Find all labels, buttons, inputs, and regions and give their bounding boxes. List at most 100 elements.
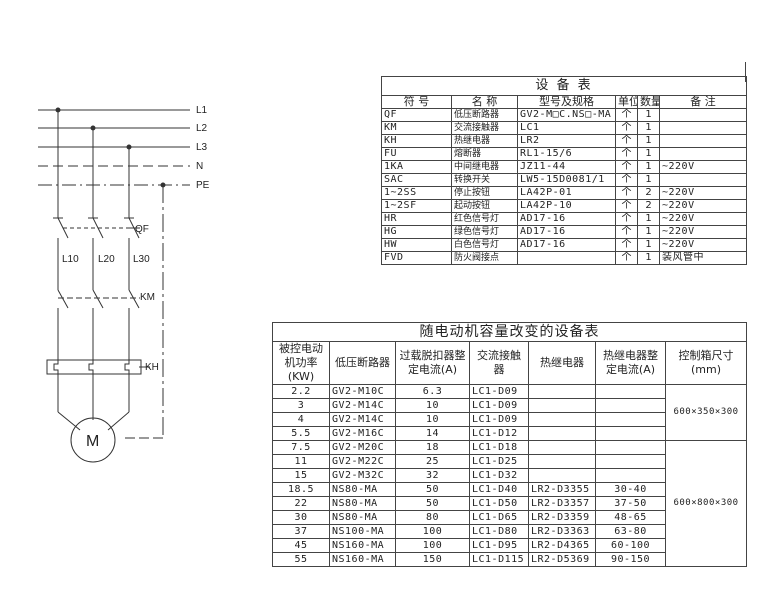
table-cell: LR2-D3357: [528, 496, 596, 511]
table-cell: 45: [272, 538, 330, 553]
table-cell: AD17-16: [517, 225, 616, 239]
motor-label: M: [86, 433, 99, 450]
table-cell: 14: [395, 426, 470, 441]
table-cell: [658, 121, 748, 135]
table-cell: LC1-D09: [469, 384, 529, 399]
table-cell: LR2-D3363: [528, 524, 596, 539]
table-cell: GV2-M32C: [329, 468, 396, 483]
equipment-table-header: 符 号 名 称 型号及规格 单位 数量 备 注: [381, 95, 748, 109]
table-cell: [517, 251, 616, 265]
table-cell: 白色信号灯: [451, 238, 518, 252]
table-cell: SAC: [381, 173, 452, 187]
table-cell: JZ11-44: [517, 160, 616, 174]
table-cell: 32: [395, 468, 470, 483]
table-cell: ~220V: [658, 212, 748, 226]
header-trip-current: 过载脱扣器整定电流(A): [395, 341, 470, 385]
qf-label: QF: [135, 224, 149, 235]
capacity-table: 随电动机容量改变的设备表 被控电动机功率(KW) 低压断路器 过载脱扣器整定电流…: [271, 322, 748, 567]
table-cell: 1~2SS: [381, 186, 452, 200]
table-cell: 15: [272, 468, 330, 483]
table-cell: 2.2: [272, 384, 330, 399]
table-cell: GV2-M10C: [329, 384, 396, 399]
table-cell: ~220V: [658, 199, 748, 213]
table-cell: GV2-M22C: [329, 454, 396, 469]
table-cell: RL1-15/6: [517, 147, 616, 161]
table-cell: 1: [637, 134, 660, 148]
table-cell: 30-40: [595, 482, 666, 497]
table-cell: LA42P-10: [517, 199, 616, 213]
table-cell: 2: [637, 186, 660, 200]
table-cell: [528, 412, 596, 427]
table-cell: [658, 147, 748, 161]
table-cell: LC1-D40: [469, 482, 529, 497]
table-cell: [528, 398, 596, 413]
header-remarks: 备 注: [658, 95, 748, 109]
box-size-cell: 600×800×300: [664, 440, 748, 567]
bus-label-l1: L1: [196, 105, 208, 116]
table-cell: AD17-16: [517, 212, 616, 226]
table-cell: 个: [615, 121, 638, 135]
table-cell: 个: [615, 134, 638, 148]
table-cell: LR2-D5369: [528, 552, 596, 567]
table-cell: LA42P-01: [517, 186, 616, 200]
table-cell: 装风管中: [658, 251, 748, 265]
table-cell: 个: [615, 238, 638, 252]
thermal-relay-box: [46, 359, 142, 375]
table-cell: 热继电器: [451, 134, 518, 148]
bus-label-n: N: [196, 161, 203, 172]
table-cell: [595, 398, 666, 413]
header-symbol: 符 号: [381, 95, 452, 109]
table-cell: 个: [615, 108, 638, 122]
header-unit: 单位: [615, 95, 638, 109]
table-cell: 63-80: [595, 524, 666, 539]
table-cell: GV2-M14C: [329, 398, 396, 413]
table-cell: NS80-MA: [329, 482, 396, 497]
header-box-size: 控制箱尺寸(mm): [664, 341, 748, 385]
table-cell: 22: [272, 496, 330, 511]
header-thermal-relay: 热继电器: [528, 341, 596, 385]
table-cell: 交流接触器: [451, 121, 518, 135]
table-cell: 熔断器: [451, 147, 518, 161]
table-cell: 转换开关: [451, 173, 518, 187]
table-cell: NS80-MA: [329, 510, 396, 525]
capacity-table-title: 随电动机容量改变的设备表: [271, 322, 748, 342]
table-cell: LC1-D80: [469, 524, 529, 539]
table-cell: [595, 440, 666, 455]
table-cell: 1: [637, 251, 660, 265]
table-cell: 停止按钮: [451, 186, 518, 200]
header-qty: 数量: [637, 95, 660, 109]
table-cell: LC1-D65: [469, 510, 529, 525]
table-cell: 个: [615, 225, 638, 239]
capacity-table-header: 被控电动机功率(KW) 低压断路器 过载脱扣器整定电流(A) 交流接触器 热继电…: [272, 341, 748, 385]
fuse-label-l20: L20: [98, 254, 115, 265]
table-cell: 1~2SF: [381, 199, 452, 213]
table-cell: [528, 426, 596, 441]
table-cell: 100: [395, 524, 470, 539]
table-cell: FU: [381, 147, 452, 161]
table-cell: LC1-D95: [469, 538, 529, 553]
table-cell: LC1-D115: [469, 552, 529, 567]
table-cell: 低压断路器: [451, 108, 518, 122]
table-cell: LR2-D3355: [528, 482, 596, 497]
table-cell: [595, 468, 666, 483]
table-cell: 80: [395, 510, 470, 525]
table-cell: LC1-D25: [469, 454, 529, 469]
table-cell: 25: [395, 454, 470, 469]
table-cell: LC1-D18: [469, 440, 529, 455]
table-cell: 18.5: [272, 482, 330, 497]
header-contactor: 交流接触器: [469, 341, 529, 385]
table-cell: 37: [272, 524, 330, 539]
table-cell: 1: [637, 108, 660, 122]
table-cell: 1: [637, 212, 660, 226]
